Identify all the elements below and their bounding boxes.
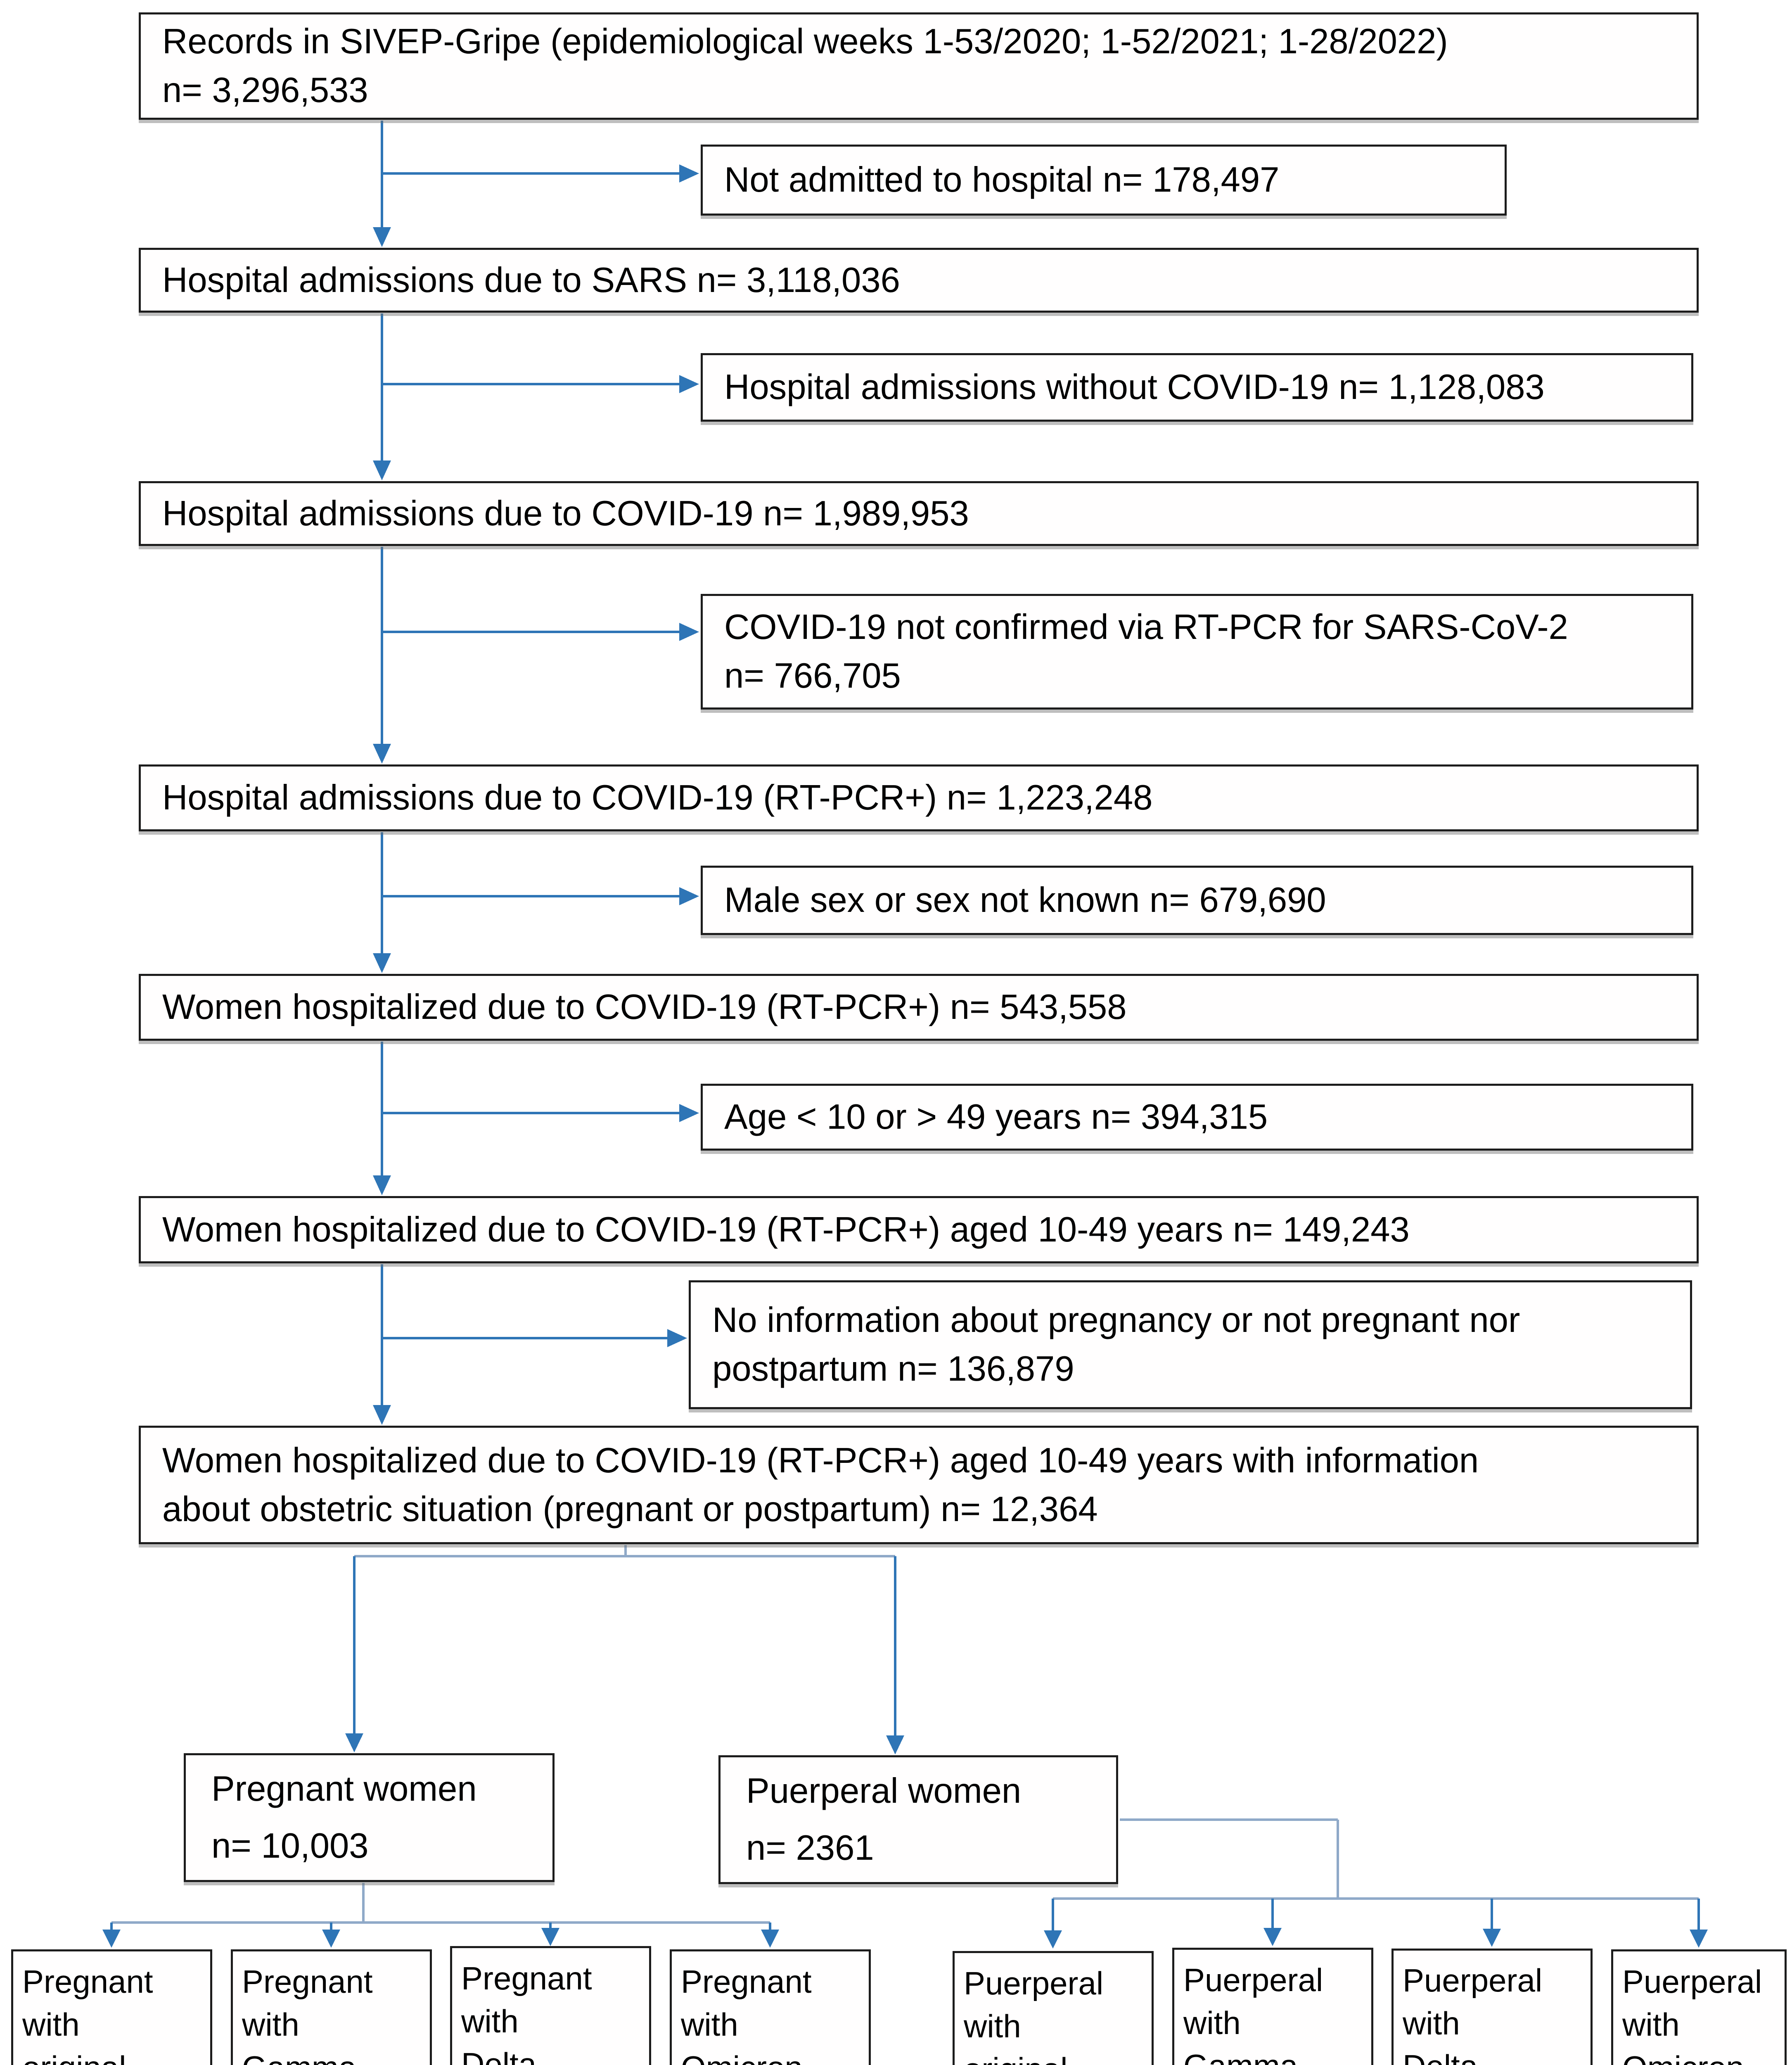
box-records-sivep-gripe: Records in SIVEP-Gripe (epidemiological … xyxy=(139,12,1699,120)
box-excluded-male-sex: Male sex or sex not known n= 679,690 xyxy=(701,866,1693,935)
main-column-arrows xyxy=(381,121,679,1408)
box-pregnant-delta-variant: PregnantwithDeltavariantn= 576 xyxy=(450,1946,651,2065)
box-excluded-no-pregnancy-info: No information about pregnancy or not pr… xyxy=(689,1280,1692,1409)
box-women-obstetric-situation: Women hospitalized due to COVID-19 (RT-P… xyxy=(139,1426,1699,1544)
box-pregnant-omicron-variant: PregnantwithOmicronvariantn= 1020 xyxy=(670,1949,871,2065)
box-puerperal-gamma-variant: PuerperalwithGammavariantn= 1025 xyxy=(1172,1948,1373,2065)
box-excluded-not-admitted: Not admitted to hospital n= 178,497 xyxy=(701,145,1507,216)
arrowheads xyxy=(102,164,1708,1949)
box-women-hospitalized-covid: Women hospitalized due to COVID-19 (RT-P… xyxy=(139,974,1699,1041)
box-hospital-admissions-covid: Hospital admissions due to COVID-19 n= 1… xyxy=(139,481,1699,546)
box-puerperal-delta-variant: PuerperalwithDeltavariantn= 115 xyxy=(1391,1949,1593,2065)
box-pregnant-gamma-variant: PregnantwithGammavariantn= 4603 xyxy=(231,1949,432,2065)
box-puerperal-omicron-variant: PuerperalwithOmicronvariantn= 284 xyxy=(1611,1949,1787,2065)
branch-arrow-shafts xyxy=(110,1556,1700,1933)
box-excluded-not-confirmed-rtpcr: COVID-19 not confirmed via RT-PCR for SA… xyxy=(701,594,1693,710)
box-pregnant-original-variant: Pregnantwithoriginalvariantn= 3804 xyxy=(11,1949,212,2065)
box-hospital-admissions-sars: Hospital admissions due to SARS n= 3,118… xyxy=(139,248,1699,313)
split-connectors xyxy=(111,1545,1699,1924)
box-puerperal-original-variant: Puerperalwithoriginalvariantn= 937 xyxy=(953,1951,1154,2065)
box-women-hospitalized-aged-10-49: Women hospitalized due to COVID-19 (RT-P… xyxy=(139,1196,1699,1263)
box-excluded-age-out-of-range: Age < 10 or > 49 years n= 394,315 xyxy=(701,1084,1693,1151)
box-excluded-without-covid: Hospital admissions without COVID-19 n= … xyxy=(701,353,1693,422)
box-hospital-admissions-covid-rtpcr: Hospital admissions due to COVID-19 (RT-… xyxy=(139,764,1699,831)
